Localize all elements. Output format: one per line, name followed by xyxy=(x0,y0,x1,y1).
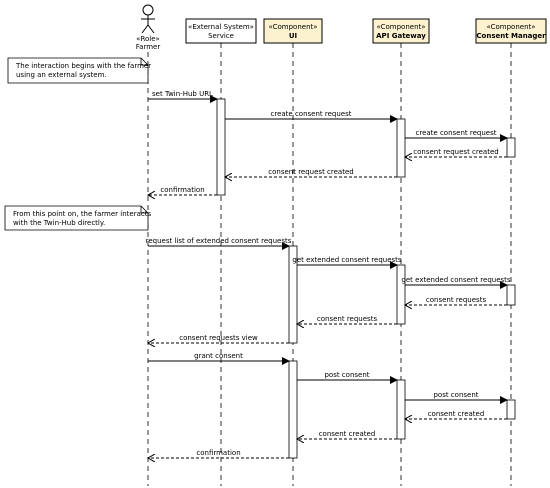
message-label: consent created xyxy=(428,410,485,418)
message-4: consent request created xyxy=(225,168,397,177)
activation-bar-gw-1 xyxy=(396,118,406,178)
message-label: consent request created xyxy=(413,148,498,156)
farmer-actor: «Role» Farmer xyxy=(136,4,161,51)
note-intro: The interaction begins with the farmer u… xyxy=(7,57,151,84)
message-label: set Twin-Hub URL xyxy=(152,90,213,98)
api-gateway-name: API Gateway xyxy=(376,32,426,40)
consent-manager-name: Consent Manager xyxy=(476,32,546,40)
message-label: confirmation xyxy=(160,186,204,194)
message-label: consent created xyxy=(319,430,376,438)
message-15: consent created xyxy=(405,410,507,419)
external-service-box: «External System» Service xyxy=(185,18,257,44)
message-1: create consent request xyxy=(225,110,398,123)
message-label: consent request created xyxy=(268,168,353,176)
ui-name: UI xyxy=(289,32,297,40)
ui-box: «Component» UI xyxy=(263,18,323,44)
message-17: confirmation xyxy=(148,449,289,458)
stick-figure-icon xyxy=(141,4,155,34)
external-service-stereotype: «External System» xyxy=(188,23,254,31)
activation-bar-ui-6 xyxy=(288,360,298,459)
message-label: request list of extended consent request… xyxy=(146,237,292,245)
message-label: post consent xyxy=(433,391,478,399)
farmer-name: Farmer xyxy=(136,43,161,51)
note-direct-line-2: with the Twin-Hub directly. xyxy=(13,219,105,227)
consent-manager-stereotype: «Component» xyxy=(486,23,535,31)
message-13: post consent xyxy=(297,371,398,384)
message-16: consent created xyxy=(297,430,397,439)
api-gateway-stereotype: «Component» xyxy=(376,23,425,31)
message-5: confirmation xyxy=(148,186,217,195)
message-8: get extended consent requests xyxy=(401,276,511,289)
activation-bar-ext-0 xyxy=(216,98,226,196)
external-service-name: Service xyxy=(208,32,234,40)
note-direct: From this point on, the farmer interacts… xyxy=(4,205,151,231)
activation-bar-cm-2 xyxy=(506,137,516,158)
activation-bar-cm-5 xyxy=(506,284,516,306)
note-direct-line-1: From this point on, the farmer interacts xyxy=(13,210,151,218)
message-label: grant consent xyxy=(194,352,243,360)
ui-stereotype: «Component» xyxy=(268,23,317,31)
messages: set Twin-Hub URL create consent request cr… xyxy=(146,90,511,458)
message-12: grant consent xyxy=(148,352,290,365)
note-intro-line-1: The interaction begins with the farmer xyxy=(15,62,151,70)
message-0: set Twin-Hub URL xyxy=(148,90,218,103)
message-label: create consent request xyxy=(416,129,497,137)
message-10: consent requests xyxy=(297,315,397,324)
message-label: get extended consent requests xyxy=(401,276,510,284)
consent-manager-box: «Component» Consent Manager xyxy=(475,18,547,44)
activation-bar-cm-8 xyxy=(506,399,516,420)
message-label: create consent request xyxy=(271,110,352,118)
note-intro-line-2: using an external system. xyxy=(16,71,107,79)
message-11: consent requests view xyxy=(148,334,289,343)
activation-bar-gw-4 xyxy=(396,264,406,325)
message-6: request list of extended consent request… xyxy=(146,237,292,250)
activation-bar-ui-3 xyxy=(288,245,298,344)
farmer-stereotype: «Role» xyxy=(136,35,160,43)
activation-bar-gw-7 xyxy=(396,379,406,440)
message-7: get extended consent requests xyxy=(292,256,402,269)
message-label: get extended consent requests xyxy=(292,256,401,264)
message-2: create consent request xyxy=(405,129,508,142)
message-label: post consent xyxy=(324,371,369,379)
message-label: consent requests xyxy=(317,315,378,323)
api-gateway-box: «Component» API Gateway xyxy=(372,18,430,44)
message-label: confirmation xyxy=(196,449,240,457)
message-9: consent requests xyxy=(405,296,507,305)
actor-headers: «Role» Farmer «External System» Service … xyxy=(136,4,547,51)
activation-bars xyxy=(216,98,516,459)
message-14: post consent xyxy=(405,391,508,404)
message-label: consent requests view xyxy=(179,334,258,342)
message-3: consent request created xyxy=(405,148,507,157)
message-label: consent requests xyxy=(426,296,487,304)
